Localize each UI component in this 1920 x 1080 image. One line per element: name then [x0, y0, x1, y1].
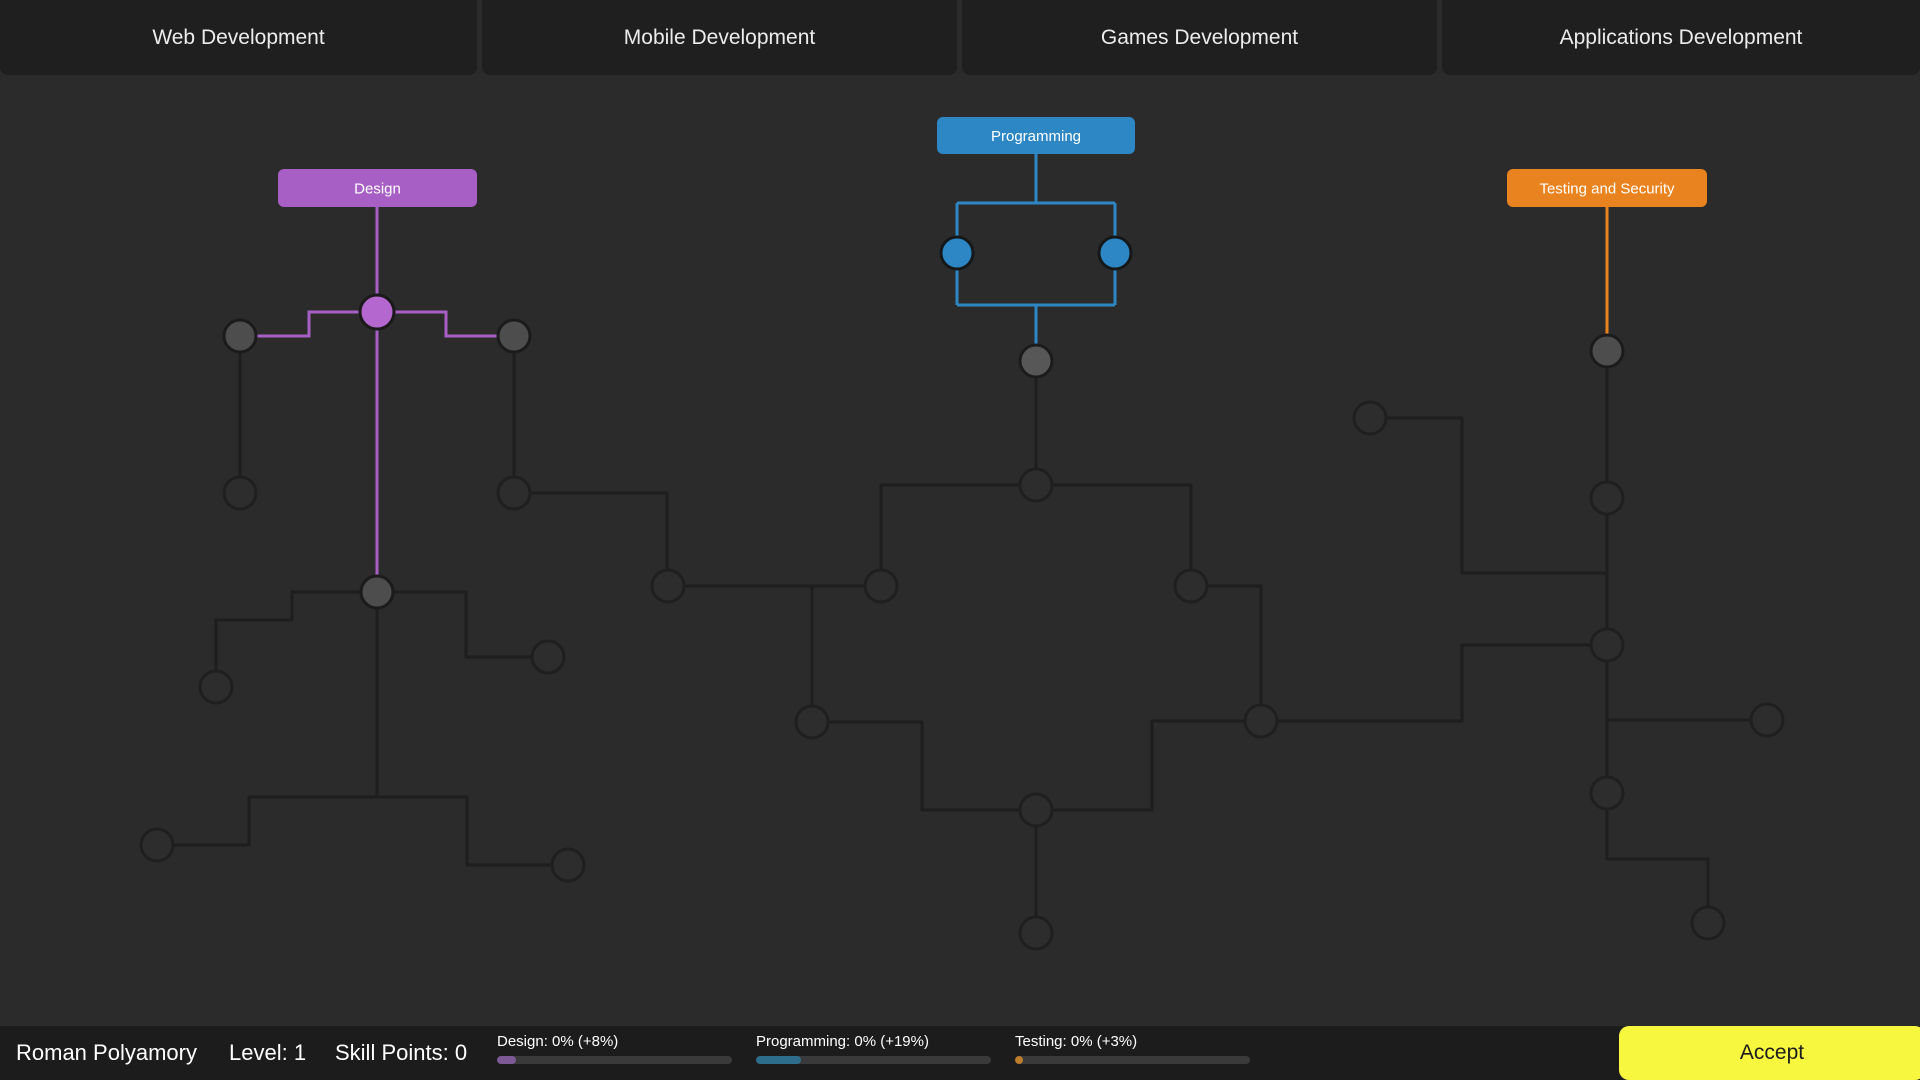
tab-web-development[interactable]: Web Development [0, 0, 477, 75]
status-bar: Roman Polyamory Level: 1 Skill Points: 0… [0, 1026, 1920, 1080]
skill-edge [1036, 483, 1193, 586]
skill-edge [514, 491, 669, 586]
skill-node[interactable] [550, 847, 586, 883]
skill-node[interactable] [1589, 775, 1625, 811]
skill-node[interactable] [1749, 702, 1785, 738]
programming-progress-fill [756, 1056, 801, 1064]
skill-edge [377, 310, 514, 338]
programming-progress-track [756, 1056, 991, 1064]
tab-mobile-development[interactable]: Mobile Development [482, 0, 957, 75]
programming-progress-label: Programming: 0% (+19%) [756, 1033, 929, 1050]
skill-node[interactable] [359, 574, 395, 610]
skill-node[interactable] [496, 475, 532, 511]
skill-edge [377, 590, 548, 659]
tab-label: Mobile Development [623, 25, 816, 49]
skill-node[interactable] [139, 827, 175, 863]
skill-edge [157, 795, 377, 847]
skill-edge [1191, 584, 1263, 721]
skill-points: Skill Points: 0 [335, 1040, 468, 1065]
skill-node[interactable] [794, 704, 830, 740]
skill-node[interactable] [863, 568, 899, 604]
skill-edge [377, 795, 568, 867]
skill-category-label: Testing and Security [1539, 181, 1675, 198]
skill-edge [214, 590, 377, 687]
player-level: Level: 1 [229, 1040, 307, 1065]
skill-edge [1036, 719, 1261, 812]
testing-progress-track [1015, 1056, 1250, 1064]
skill-node[interactable] [358, 293, 396, 331]
design-progress-fill [497, 1056, 516, 1064]
skill-node[interactable] [1352, 400, 1388, 436]
skill-node[interactable] [1018, 792, 1054, 828]
category-tab-bar: Web Development Mobile Development Games… [0, 0, 1920, 75]
skill-edge [1370, 416, 1607, 575]
tab-label: Games Development [1100, 25, 1299, 49]
skill-node[interactable] [939, 235, 975, 271]
skill-node[interactable] [1018, 915, 1054, 951]
skill-node[interactable] [1690, 905, 1726, 941]
skill-node[interactable] [1589, 627, 1625, 663]
skill-category-box [278, 169, 477, 207]
skill-category-box [1507, 169, 1707, 207]
testing-progress-group: Testing: 0% (+3%) [1015, 1033, 1255, 1064]
design-progress-label: Design: 0% (+8%) [497, 1033, 619, 1050]
skill-node[interactable] [198, 669, 234, 705]
skill-category-box [937, 117, 1135, 154]
skill-node[interactable] [1589, 480, 1625, 516]
tab-applications-development[interactable]: Applications Development [1442, 0, 1920, 75]
design-progress-group: Design: 0% (+8%) [497, 1033, 737, 1064]
testing-progress-label: Testing: 0% (+3%) [1015, 1033, 1138, 1050]
testing-progress-fill [1015, 1056, 1023, 1064]
skill-node[interactable] [222, 318, 258, 354]
design-progress-track [497, 1056, 732, 1064]
skill-node[interactable] [1018, 467, 1054, 503]
accept-button[interactable]: Accept [1619, 1026, 1920, 1080]
skill-node[interactable] [530, 639, 566, 675]
skill-node[interactable] [1173, 568, 1209, 604]
skill-edge [1261, 643, 1607, 723]
skill-node[interactable] [222, 475, 258, 511]
tab-games-development[interactable]: Games Development [962, 0, 1437, 75]
skill-node[interactable] [1018, 343, 1054, 379]
skill-edge [240, 310, 377, 338]
skill-edge [1605, 793, 1710, 923]
skill-node[interactable] [496, 318, 532, 354]
skill-category-label: Design [354, 181, 401, 198]
player-name: Roman Polyamory [16, 1040, 197, 1065]
skill-node[interactable] [1589, 333, 1625, 369]
skill-node[interactable] [1097, 235, 1133, 271]
programming-progress-group: Programming: 0% (+19%) [756, 1033, 996, 1064]
skill-node[interactable] [650, 568, 686, 604]
skill-category-label: Programming [991, 128, 1081, 145]
skill-edge [879, 483, 1036, 586]
tab-label: Web Development [152, 25, 325, 49]
skill-edge [812, 720, 1036, 812]
tab-label: Applications Development [1559, 25, 1803, 49]
skill-node[interactable] [1243, 703, 1279, 739]
